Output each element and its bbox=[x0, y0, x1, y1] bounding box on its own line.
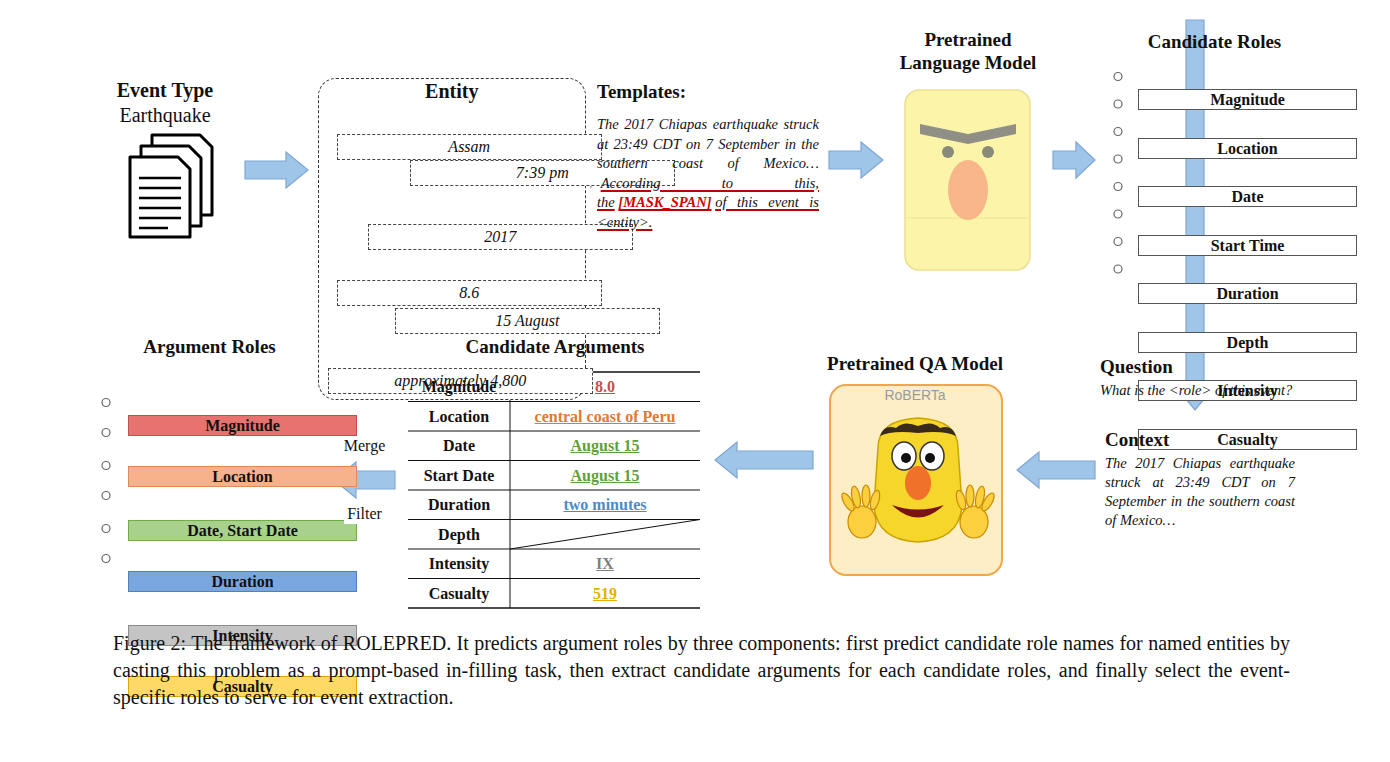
template-text: The 2017 Chiapas earthquake struck at 23… bbox=[597, 116, 819, 171]
language-model-box: Pretrained Language Model bbox=[893, 28, 1043, 273]
role-box: Date bbox=[1138, 186, 1357, 207]
table-row-header: Location bbox=[408, 407, 510, 427]
argument-role-box: Location bbox=[128, 466, 357, 487]
role-box: Depth bbox=[1138, 332, 1357, 353]
node-text: 8.6 bbox=[344, 283, 596, 303]
node-text: Start Time bbox=[1145, 236, 1350, 255]
role-box: Location bbox=[1138, 138, 1357, 159]
block-arrow bbox=[829, 142, 883, 178]
table-value: 8.0 bbox=[510, 377, 700, 397]
node-body-text: Earthquake bbox=[95, 102, 235, 128]
node-text: Argument Roles bbox=[95, 335, 324, 358]
node-body-text: RoBERTa bbox=[823, 387, 1007, 403]
node-text: Assam bbox=[344, 137, 596, 157]
event-type-block: Event TypeEarthquake bbox=[95, 78, 235, 243]
bullet-circles bbox=[102, 73, 1122, 563]
table-row-header: Depth bbox=[408, 525, 510, 545]
block-arrow bbox=[245, 152, 308, 188]
table-row-header: Date bbox=[408, 436, 510, 456]
node-text: Candidate Arguments bbox=[405, 335, 705, 358]
role-box: Casualty bbox=[1138, 429, 1357, 450]
question-block: QuestionWhat is the <role> of this event… bbox=[1100, 355, 1315, 400]
table-value: August 15 bbox=[510, 436, 700, 456]
entity-box: Assam bbox=[337, 134, 603, 160]
node-text: Event Type bbox=[95, 78, 235, 102]
table-value: August 15 bbox=[510, 466, 700, 486]
block-arrow bbox=[1053, 142, 1095, 178]
table-value: central coast of Peru bbox=[510, 407, 700, 427]
argument-role-box: Date, Start Date bbox=[128, 520, 357, 541]
edge-label: Merge bbox=[341, 436, 388, 456]
qa-model-box: Pretrained QA ModelRoBERTa bbox=[823, 352, 1007, 578]
node-text: Location bbox=[135, 467, 350, 486]
node-text: Candidate Roles bbox=[1105, 30, 1324, 53]
node-text: Magnitude bbox=[135, 416, 350, 435]
role-box: Start Time bbox=[1138, 235, 1357, 256]
table-value: two minutes bbox=[510, 495, 700, 515]
template-paragraph: The 2017 Chiapas earthquake struck at 23… bbox=[597, 115, 819, 232]
node-text: Pretrained QA Model bbox=[823, 352, 1007, 375]
node-body-text: The 2017 Chiapas earthquake struck at 23… bbox=[1105, 454, 1295, 530]
role-box: Duration bbox=[1138, 283, 1357, 304]
template-block: Templates: The 2017 Chiapas earthquake st… bbox=[597, 80, 819, 232]
figure-caption: Figure 2: The framework of ROLEPRED. It … bbox=[113, 630, 1290, 711]
edge-side-label: Filter bbox=[344, 504, 385, 524]
node-text: Casualty bbox=[1145, 430, 1350, 449]
node-text: Duration bbox=[135, 572, 350, 591]
argument-role-box: Magnitude bbox=[128, 415, 357, 436]
language-model-face bbox=[905, 90, 1030, 270]
mask-token: [MASK_SPAN] bbox=[618, 194, 711, 210]
table-row-header: Start Date bbox=[408, 466, 510, 486]
node-text: Context bbox=[1105, 428, 1295, 451]
node-body-text: What is the <role> of this event? bbox=[1100, 381, 1315, 400]
table-row-header: Duration bbox=[408, 495, 510, 515]
entity-box: 8.6 bbox=[337, 280, 603, 306]
table-row-header: Magnitude bbox=[408, 377, 510, 397]
context-block: ContextThe 2017 Chiapas earthquake struc… bbox=[1105, 428, 1295, 530]
argument-role-box: Duration bbox=[128, 571, 357, 592]
node-text: Date bbox=[1145, 187, 1350, 206]
node-text: Duration bbox=[1145, 284, 1350, 303]
template-heading: Templates: bbox=[597, 80, 819, 103]
node-text: Question bbox=[1100, 355, 1315, 378]
table-row-header: Casualty bbox=[408, 584, 510, 604]
entity-box: 2017 bbox=[368, 224, 634, 250]
block-arrow bbox=[715, 442, 813, 478]
table-value: 519 bbox=[510, 584, 700, 604]
table-grid bbox=[408, 372, 700, 608]
block-arrow bbox=[1017, 452, 1095, 488]
node-text: 2017 bbox=[375, 227, 627, 247]
table-value: IX bbox=[510, 554, 700, 574]
qa-model-face bbox=[830, 385, 1002, 575]
entity-box: 15 August bbox=[395, 308, 661, 334]
node-text: Pretrained Language Model bbox=[893, 28, 1043, 74]
node-text: Magnitude bbox=[1145, 90, 1350, 109]
node-text: Date, Start Date bbox=[135, 521, 350, 540]
document-icon bbox=[130, 135, 212, 237]
node-text: 15 August bbox=[402, 311, 654, 331]
role-box: Magnitude bbox=[1138, 89, 1357, 110]
table-row-header: Intensity bbox=[408, 554, 510, 574]
node-text: Location bbox=[1145, 139, 1350, 158]
node-text: Depth bbox=[1145, 333, 1350, 352]
node-text: Entity bbox=[319, 79, 585, 103]
